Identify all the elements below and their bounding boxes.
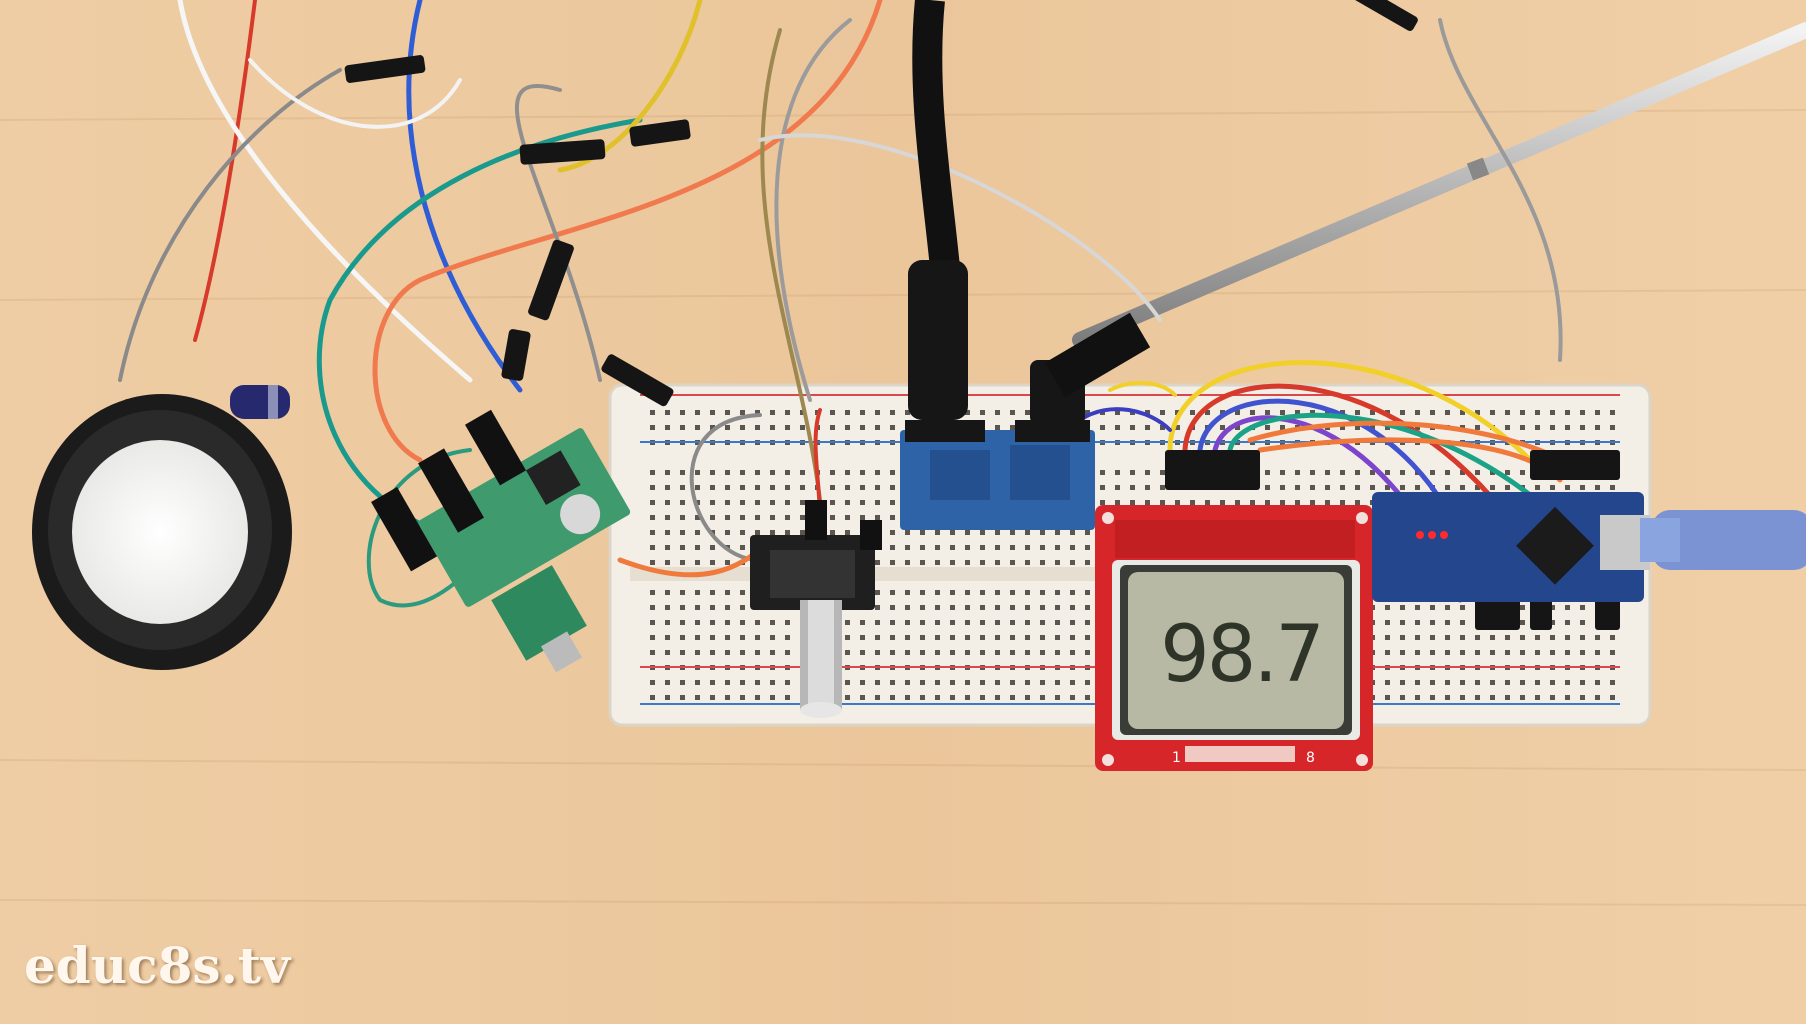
radio-module: [900, 420, 1095, 530]
usb-cable-icon: [1640, 510, 1806, 570]
rotary-encoder-icon: [750, 500, 882, 718]
arduino-nano: [1372, 492, 1650, 602]
watermark: educ8s.tv: [24, 936, 291, 995]
frequency-display: 98.7: [1160, 610, 1325, 700]
speaker-icon: [32, 394, 292, 670]
capacitor-icon: [230, 385, 290, 419]
lcd-pin-label-first: 1: [1172, 750, 1181, 766]
lcd-pin-label-last: 8: [1306, 750, 1315, 766]
lcd-module: [1095, 505, 1373, 771]
audio-jack-icon: [908, 0, 1151, 425]
antenna: [1072, 22, 1806, 348]
amplifier-module: [371, 409, 631, 673]
